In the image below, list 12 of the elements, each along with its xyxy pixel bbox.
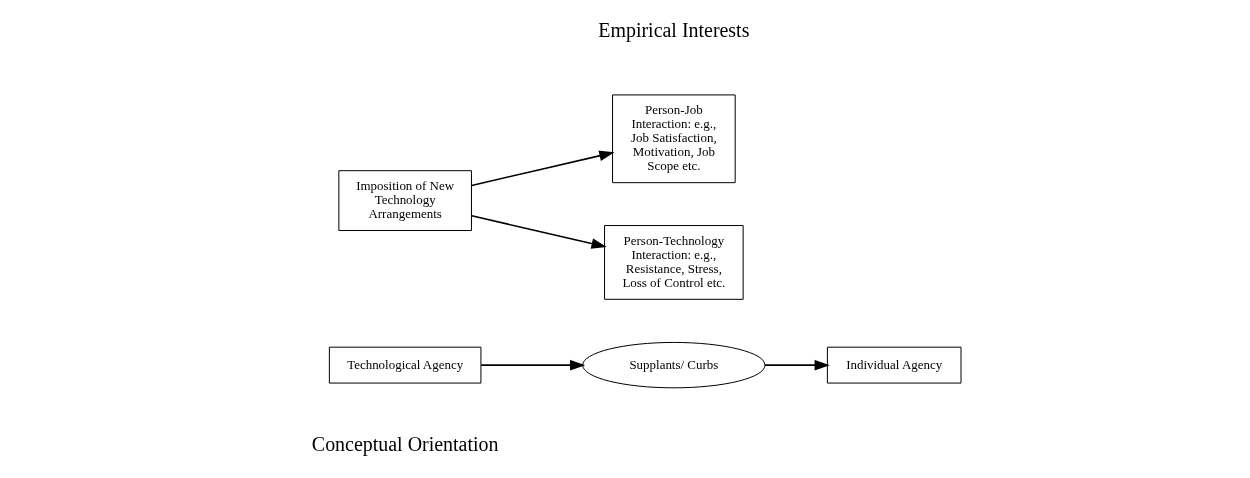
node-box: Person-Technology Interaction: e.g., Resistance, Stress, Loss of Control etc.: [603, 225, 744, 300]
arrow: [470, 150, 614, 187]
arrow: [470, 215, 607, 249]
label: Empirical Interests: [597, 19, 749, 42]
node-box: Individual Agency: [826, 346, 961, 384]
node-ellipse: Supplants/ Curbs: [581, 341, 765, 389]
node-box: Imposition of New Technology Arrangements: [337, 170, 472, 231]
arrow: [763, 359, 830, 371]
label: Conceptual Orientation: [311, 432, 498, 455]
node-box: Person-Job Interaction: e.g., Job Satisfaction, Motivation, Job Scope etc.: [611, 94, 736, 184]
arrow: [479, 359, 585, 371]
node-box: Technological Agency: [328, 346, 481, 384]
